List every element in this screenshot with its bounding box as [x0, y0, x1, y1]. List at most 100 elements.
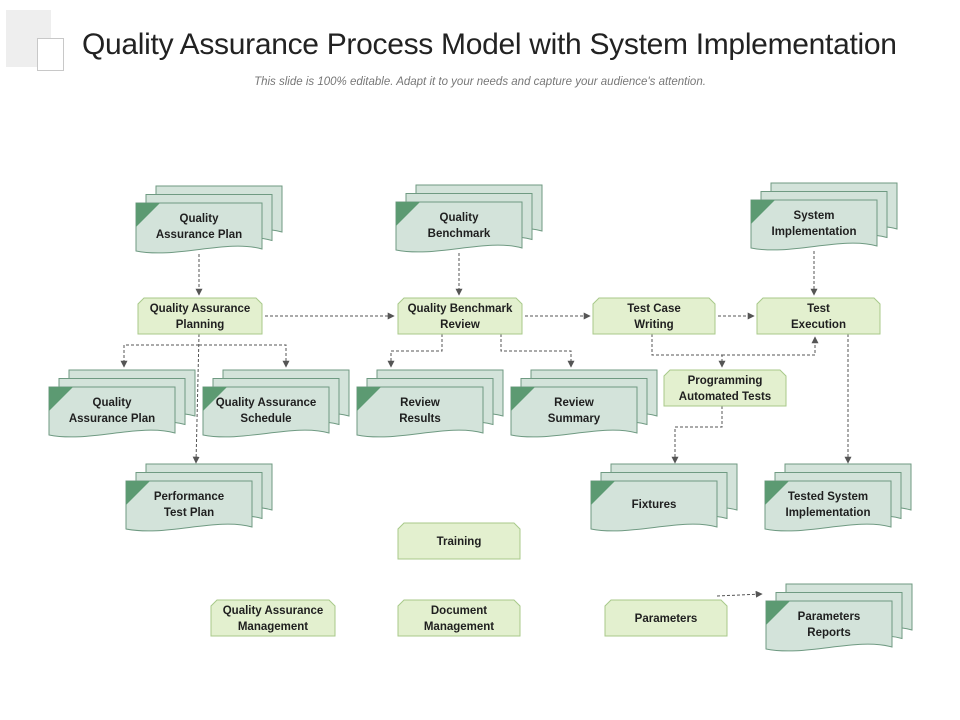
doc-qa-plan-left-front-sheet — [48, 386, 176, 438]
slide-subtitle: This slide is 100% editable. Adapt it to… — [254, 76, 706, 88]
doc-tested-system-implementation-label-line: Implementation — [786, 507, 871, 519]
process-document-management-label-line: Document — [431, 605, 487, 617]
process-programming-automated-tests-label-line: Programming — [688, 375, 763, 387]
process-programming-automated-tests-shape — [663, 369, 787, 407]
doc-review-results-corner-tab — [357, 387, 381, 411]
process-benchmark-review-shape — [397, 297, 523, 335]
doc-parameters-reports-corner-tab — [766, 601, 790, 625]
doc-qa-schedule-corner-tab — [203, 387, 227, 411]
doc-parameters-reports-label-line: Reports — [807, 627, 850, 639]
doc-review-results-label-line: Review — [400, 397, 440, 409]
process-parameters-label-line: Parameters — [635, 613, 698, 625]
doc-performance-test-plan-front-sheet — [125, 480, 253, 532]
slide-logo-front — [37, 38, 64, 71]
process-benchmark-review-label-line: Quality Benchmark — [408, 303, 513, 315]
process-parameters-shape — [604, 599, 728, 637]
doc-tested-system-implementation-label-line: Tested System — [788, 491, 868, 503]
process-qa-management-label-line: Management — [238, 621, 308, 633]
process-qa-management-shape — [210, 599, 336, 637]
doc-review-summary-corner-tab — [511, 387, 535, 411]
process-qa-management-label-line: Quality Assurance — [223, 605, 324, 617]
process-document-management-label-line: Management — [424, 621, 494, 633]
doc-review-summary-front-sheet — [510, 386, 638, 438]
connector-planning-to-perf-plan — [192, 333, 200, 464]
doc-quality-benchmark-front-sheet — [395, 201, 523, 253]
doc-quality-benchmark-label-line: Quality — [440, 212, 480, 224]
doc-qa-plan-top-label-line: Quality — [180, 213, 220, 225]
slide-title: Quality Assurance Process Model with Sys… — [82, 28, 897, 61]
process-training[interactable]: Training — [397, 522, 521, 560]
process-qa-planning-shape — [137, 297, 263, 335]
doc-qa-schedule-front-sheet — [202, 386, 330, 438]
doc-fixtures-label-line: Fixtures — [632, 499, 677, 511]
doc-qa-schedule-label-line: Schedule — [240, 413, 291, 425]
process-document-management-shape — [397, 599, 521, 637]
doc-qa-plan-top-label-line: Assurance Plan — [156, 229, 242, 241]
connector-planning-to-qa-plan-left — [120, 344, 199, 368]
doc-tested-system-implementation-front-sheet — [764, 480, 892, 532]
doc-qa-plan-left-label-line: Assurance Plan — [69, 413, 155, 425]
connector-planning-to-schedule — [199, 344, 290, 368]
connector-review-to-results — [387, 334, 443, 368]
doc-qa-schedule-label-line: Quality Assurance — [216, 397, 317, 409]
doc-tested-system-implementation-corner-tab — [765, 481, 789, 505]
process-test-case-writing-label-line: Test Case — [627, 303, 680, 315]
connectors-layer — [120, 251, 852, 598]
process-training-label-line: Training — [437, 536, 482, 548]
doc-fixtures-corner-tab — [591, 481, 615, 505]
connector-programming-to-execution — [722, 336, 819, 356]
doc-parameters-reports-front-sheet — [765, 600, 893, 652]
process-test-case-writing-label-line: Writing — [634, 319, 673, 331]
doc-qa-plan-top-front-sheet — [135, 202, 263, 254]
doc-qa-plan-left-corner-tab — [49, 387, 73, 411]
process-qa-planning-label-line: Quality Assurance — [150, 303, 251, 315]
process-benchmark-review-label-line: Review — [440, 319, 480, 331]
process-test-execution-label-line: Execution — [791, 319, 846, 331]
doc-system-implementation-front-sheet — [750, 199, 878, 251]
doc-performance-test-plan-label-line: Test Plan — [164, 507, 214, 519]
doc-performance-test-plan-label-line: Performance — [154, 491, 224, 503]
doc-system-implementation-label-line: Implementation — [772, 226, 857, 238]
doc-quality-benchmark-label-line: Benchmark — [428, 228, 491, 240]
doc-system-implementation-corner-tab — [751, 200, 775, 224]
doc-review-results-label-line: Results — [399, 413, 441, 425]
doc-review-summary-label-line: Summary — [548, 413, 601, 425]
process-qa-planning-label-line: Planning — [176, 319, 225, 331]
process-test-case-writing-shape — [592, 297, 716, 335]
process-test-execution-label-line: Test — [807, 303, 830, 315]
doc-qa-plan-left-label-line: Quality — [93, 397, 133, 409]
doc-fixtures[interactable]: Fixtures — [590, 463, 738, 532]
doc-review-summary-label-line: Review — [554, 397, 594, 409]
connector-parameters-to-reports — [716, 590, 763, 598]
process-programming-automated-tests-label-line: Automated Tests — [679, 391, 771, 403]
process-parameters[interactable]: Parameters — [604, 599, 728, 637]
doc-system-implementation-label-line: System — [794, 210, 835, 222]
doc-parameters-reports-label-line: Parameters — [798, 611, 861, 623]
connector-review-to-summary — [500, 334, 575, 368]
process-training-shape — [397, 522, 521, 560]
connector-testcase-to-programming — [651, 334, 726, 368]
doc-quality-benchmark-corner-tab — [396, 202, 420, 226]
connector-programming-to-fixtures — [671, 406, 723, 464]
process-test-execution-shape — [756, 297, 881, 335]
doc-performance-test-plan-corner-tab — [126, 481, 150, 505]
